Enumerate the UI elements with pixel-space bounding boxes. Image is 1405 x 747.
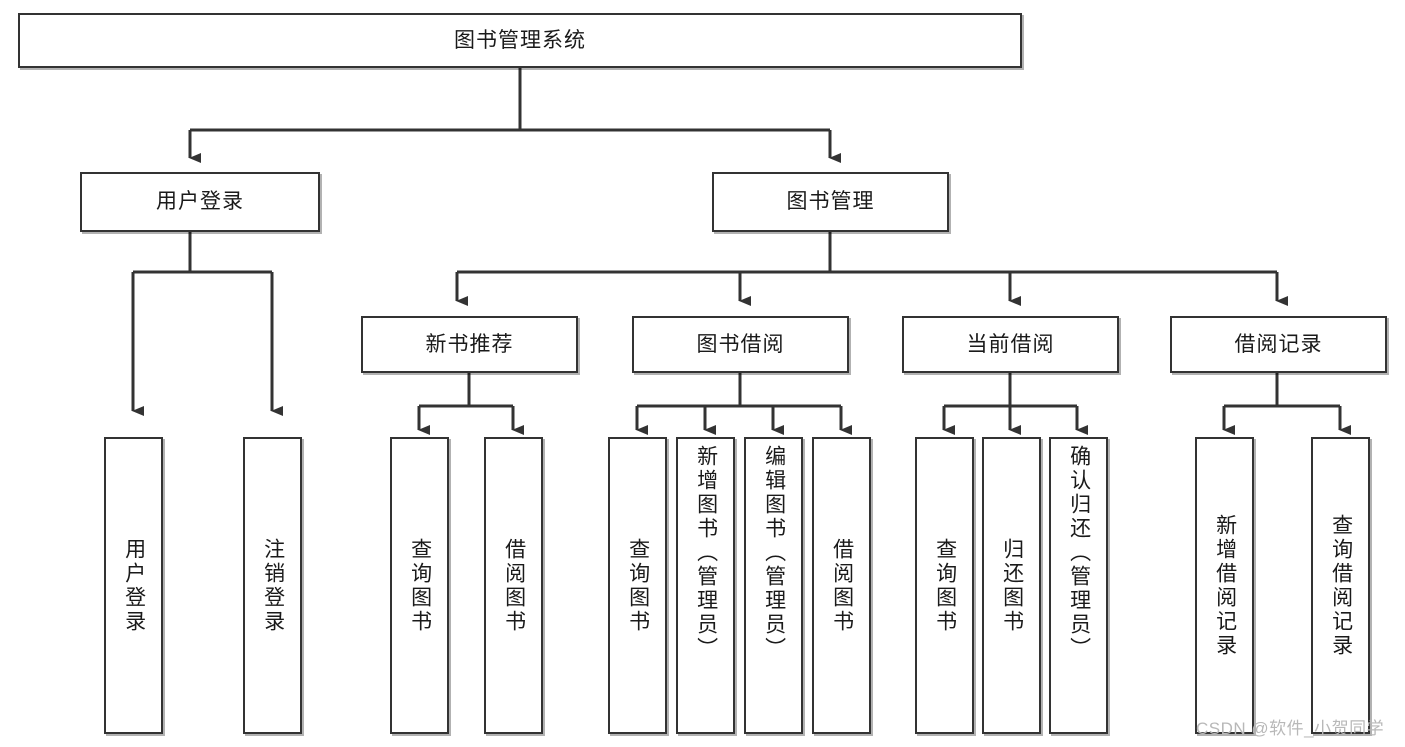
node-label: 借阅图书 [502,537,526,634]
node-borrow-record[interactable]: 借阅记录 [1170,316,1387,373]
node-label: 新增借阅记录 [1213,513,1237,658]
node-label: 图书管理 [786,190,875,214]
node-book-borrow[interactable]: 图书借阅 [632,316,849,373]
leaf-current-query-book[interactable]: 查询图书 [915,437,974,734]
node-label: 新增图书（管理员） [694,445,718,661]
leaf-new-book-borrow[interactable]: 借阅图书 [484,437,543,734]
leaf-user-login-logout[interactable]: 注销登录 [243,437,302,734]
leaf-record-add-record[interactable]: 新增借阅记录 [1195,437,1254,734]
node-label: 用户登录 [156,190,244,214]
leaf-current-confirm-return-admin[interactable]: 确认归还（管理员） [1049,437,1108,734]
leaf-borrow-add-book-admin[interactable]: 新增图书（管理员） [676,437,735,734]
node-new-book-recommend[interactable]: 新书推荐 [361,316,578,373]
node-label: 查询图书 [626,537,650,634]
node-label: 查询图书 [408,537,432,634]
leaf-new-book-query[interactable]: 查询图书 [390,437,449,734]
node-label: 借阅记录 [1234,332,1323,356]
node-label: 用户登录 [122,537,146,634]
leaf-borrow-edit-book-admin[interactable]: 编辑图书（管理员） [744,437,803,734]
node-user-login[interactable]: 用户登录 [80,172,320,232]
node-label: 查询借阅记录 [1329,513,1353,658]
node-label: 图书管理系统 [454,28,586,52]
node-label: 归还图书 [1000,537,1024,634]
node-label: 新书推荐 [425,332,514,356]
node-label: 图书借阅 [696,332,785,356]
node-book-management[interactable]: 图书管理 [712,172,949,232]
node-label: 查询图书 [933,537,957,634]
leaf-current-return-book[interactable]: 归还图书 [982,437,1041,734]
leaf-user-login-login[interactable]: 用户登录 [104,437,163,734]
node-root-book-management-system[interactable]: 图书管理系统 [18,13,1022,68]
leaf-borrow-query-book[interactable]: 查询图书 [608,437,667,734]
csdn-watermark: CSDN @软件_小贺同学 [1196,719,1385,738]
node-label: 当前借阅 [966,332,1055,356]
node-label: 借阅图书 [830,537,854,634]
node-label: 编辑图书（管理员） [762,445,786,661]
leaf-borrow-borrow-book[interactable]: 借阅图书 [812,437,871,734]
node-current-borrow[interactable]: 当前借阅 [902,316,1119,373]
node-label: 确认归还（管理员） [1067,445,1091,661]
node-label: 注销登录 [261,537,285,634]
leaf-record-query-record[interactable]: 查询借阅记录 [1311,437,1370,734]
